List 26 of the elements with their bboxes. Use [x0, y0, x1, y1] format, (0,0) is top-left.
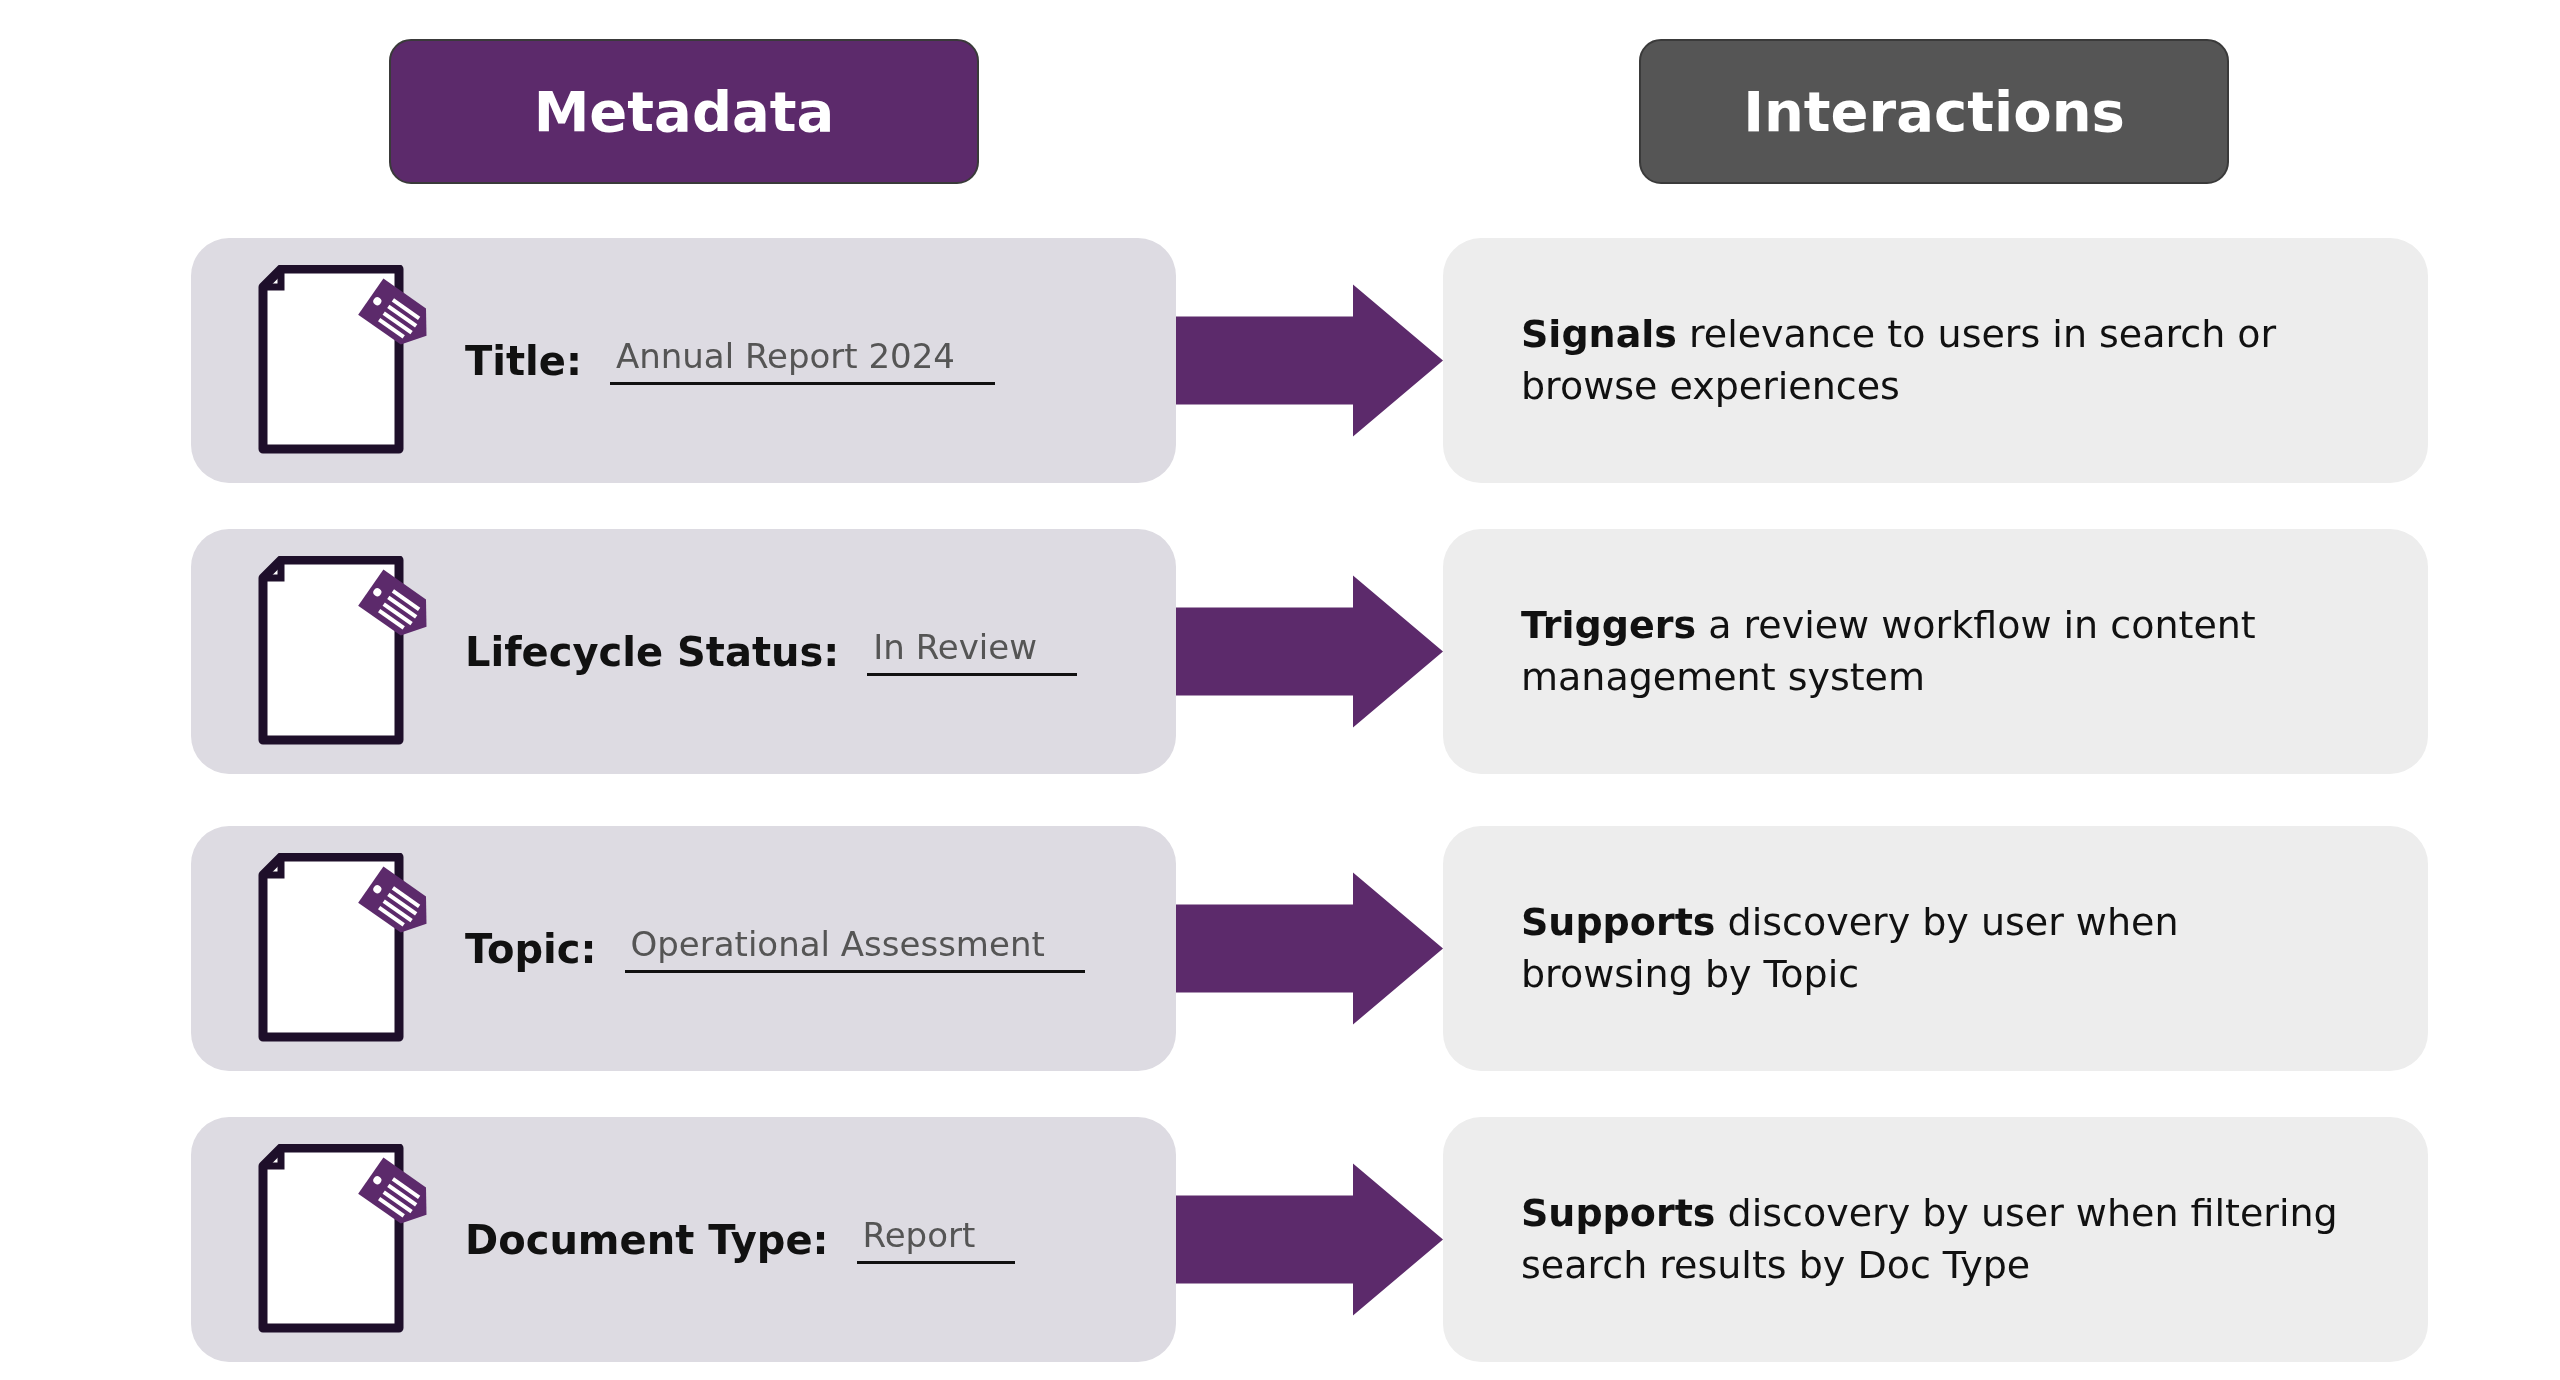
field-label: Document Type: — [465, 1216, 829, 1263]
block-arrow — [1176, 284, 1443, 437]
field-value: Report — [856, 1215, 1016, 1264]
field-value: Annual Report 2024 — [609, 336, 995, 385]
interaction-text: Signals relevance to users in search or browse experiences — [1520, 311, 2278, 410]
field-value: Operational Assessment — [624, 924, 1085, 973]
column-header: Metadata — [389, 39, 979, 184]
interaction-text: Supports discovery by user when browsing by Topic — [1520, 899, 2180, 998]
metadata-card — [191, 826, 1176, 1071]
block-arrow — [1176, 872, 1443, 1025]
interaction-text: Supports discovery by user when filtering search results by Doc Type — [1520, 1190, 2339, 1289]
column-header: Interactions — [1639, 39, 2229, 184]
metadata-card — [191, 1117, 1176, 1362]
field-value: In Review — [867, 627, 1078, 676]
interaction-card — [1443, 529, 2428, 774]
interaction-text: Triggers a review workflow in content management system — [1520, 602, 2257, 701]
block-arrow — [1176, 1163, 1443, 1316]
metadata-card — [191, 529, 1176, 774]
interaction-card — [1443, 1117, 2428, 1362]
field-label: Lifecycle Status: — [465, 628, 840, 675]
field-label: Topic: — [465, 925, 597, 972]
block-arrow — [1176, 575, 1443, 728]
field-label: Title: — [465, 337, 582, 384]
interaction-card — [1443, 238, 2428, 483]
metadata-card — [191, 238, 1176, 483]
interaction-card — [1443, 826, 2428, 1071]
